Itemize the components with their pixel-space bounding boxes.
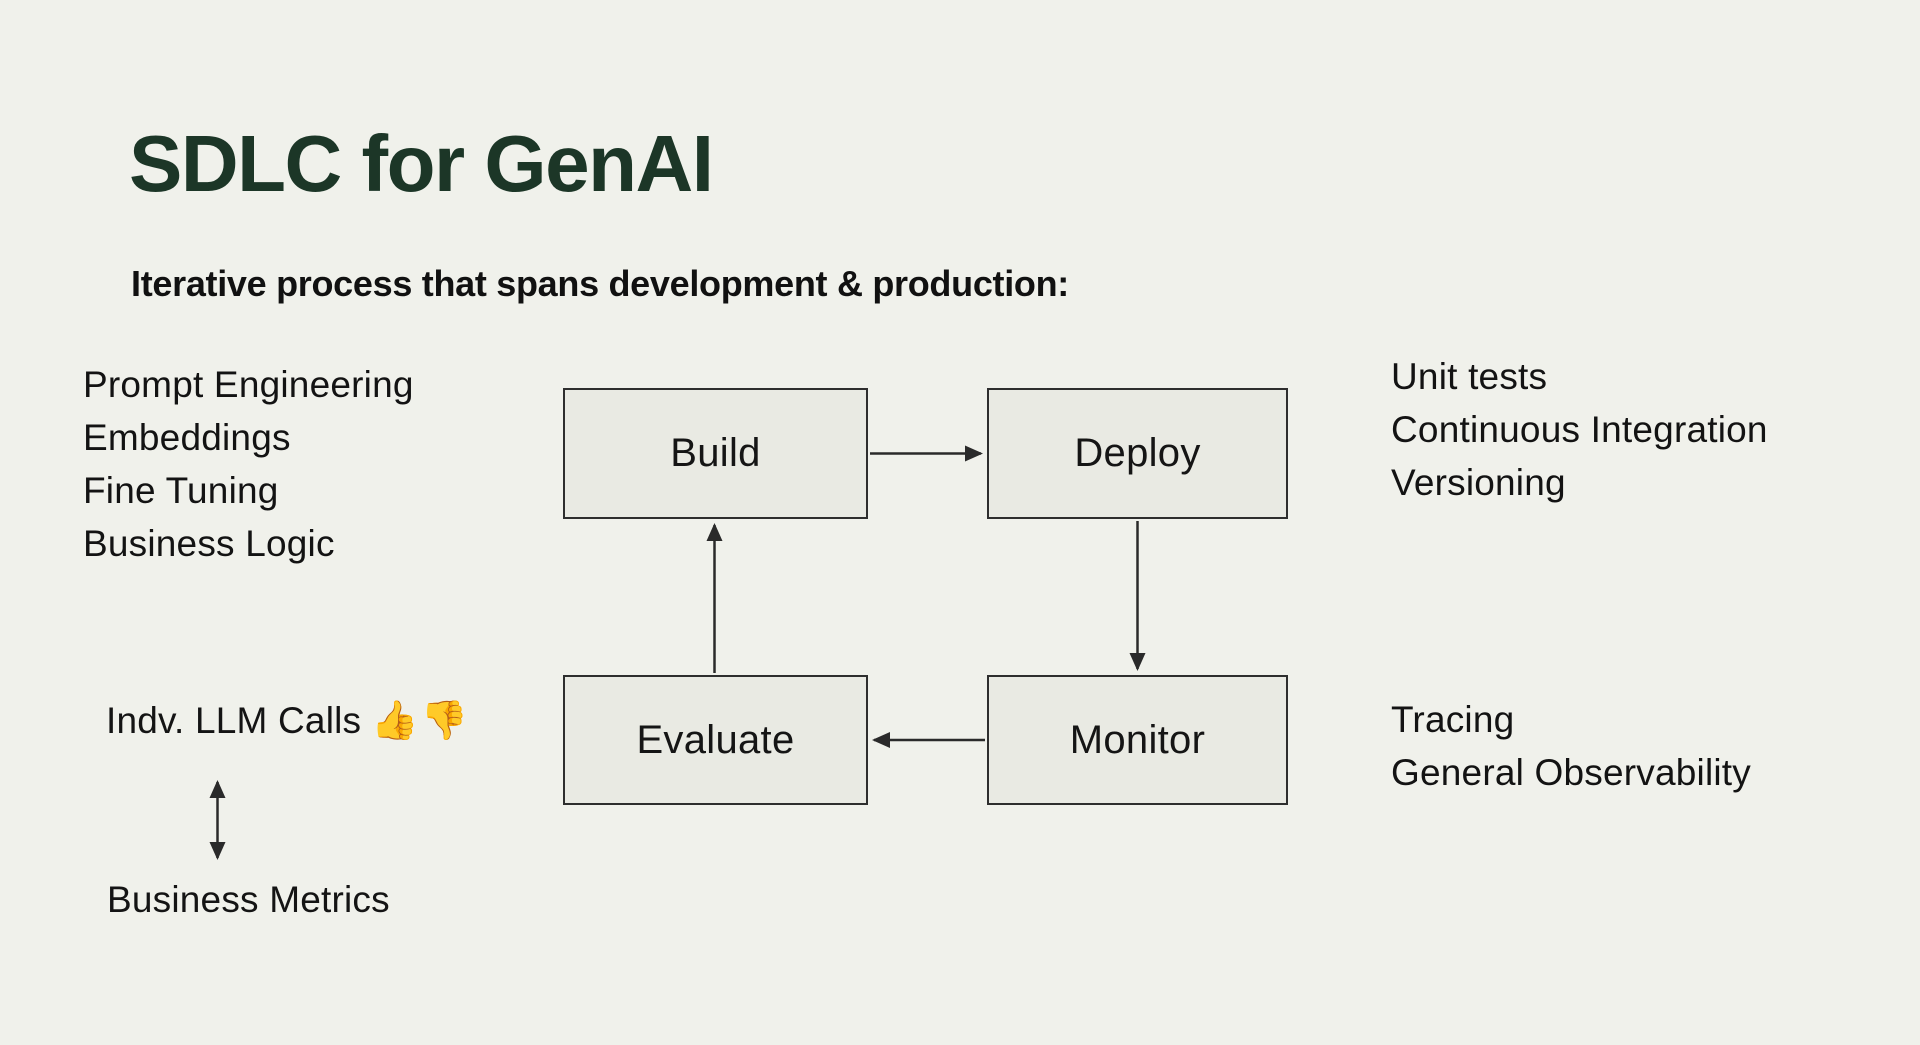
thumbs-up-down-emoji: 👍👎 — [371, 700, 470, 742]
deploy-practices-list: Unit tests Continuous Integration Versio… — [1391, 350, 1768, 509]
node-evaluate: Evaluate — [563, 675, 868, 805]
node-monitor-label: Monitor — [1069, 717, 1206, 762]
list-item: General Observability — [1391, 752, 1751, 793]
build-inputs-list: Prompt Engineering Embeddings Fine Tunin… — [83, 358, 414, 570]
list-item: Embeddings — [83, 417, 291, 458]
node-build-label: Build — [670, 431, 761, 475]
monitor-practices-list: Tracing General Observability — [1391, 693, 1751, 799]
list-item: Tracing — [1391, 699, 1515, 740]
slide-title: SDLC for GenAI — [129, 119, 714, 208]
list-item: Prompt Engineering — [83, 364, 414, 405]
llm-calls-text: Indv. LLM Calls — [106, 700, 362, 741]
node-build: Build — [563, 388, 868, 519]
list-item: Business Logic — [83, 523, 335, 564]
node-deploy: Deploy — [987, 388, 1288, 519]
list-item: Versioning — [1391, 462, 1566, 503]
list-item: Fine Tuning — [83, 470, 279, 511]
node-evaluate-label: Evaluate — [636, 717, 795, 762]
node-monitor: Monitor — [987, 675, 1288, 805]
llm-calls-label: Indv. LLM Calls👍👎 — [106, 698, 470, 744]
node-deploy-label: Deploy — [1074, 431, 1201, 475]
list-item: Unit tests — [1391, 356, 1548, 397]
list-item: Continuous Integration — [1391, 409, 1768, 450]
slide-subtitle: Iterative process that spans development… — [131, 263, 1069, 304]
business-metrics-label: Business Metrics — [107, 879, 390, 920]
